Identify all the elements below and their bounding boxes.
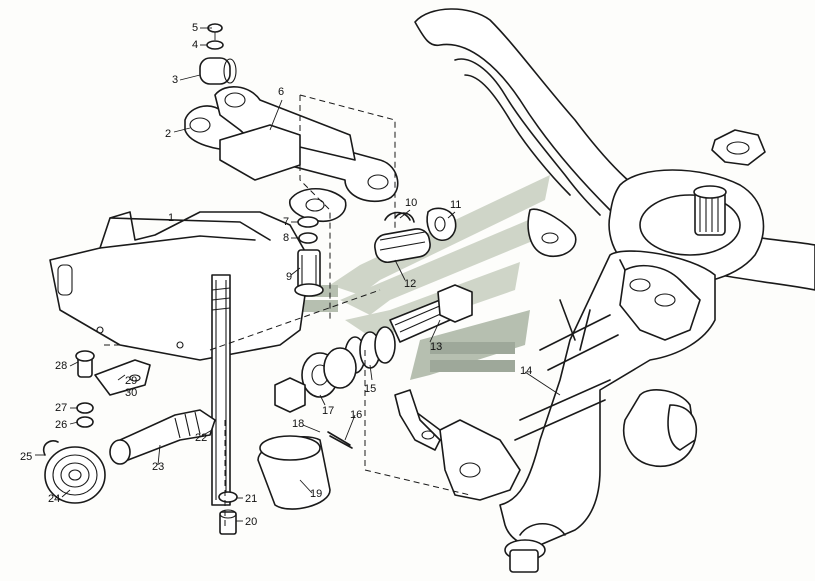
callout-12: 12 xyxy=(404,278,416,290)
lever-arms xyxy=(184,86,399,222)
callout-13: 13 xyxy=(430,341,442,353)
vertical-shaft xyxy=(211,274,231,506)
callout-8: 8 xyxy=(283,232,289,244)
cotter-pin xyxy=(327,431,353,449)
callout-23: 23 xyxy=(152,461,164,473)
left-fasteners xyxy=(75,350,95,428)
callout-22: 22 xyxy=(195,432,207,444)
callout-10: 10 xyxy=(405,197,417,209)
steering-column xyxy=(399,250,716,573)
callout-labels: 1 2 3 4 5 6 7 8 9 10 11 12 13 14 15 16 1… xyxy=(20,22,532,528)
callout-16: 16 xyxy=(350,409,362,421)
callout-11: 11 xyxy=(450,199,461,211)
bracket-plate xyxy=(49,211,311,361)
lever-fork xyxy=(394,389,441,451)
callout-28: 28 xyxy=(55,360,67,372)
callout-19: 19 xyxy=(310,488,322,500)
callout-15: 15 xyxy=(364,383,376,395)
clips-and-pin xyxy=(374,207,457,264)
callout-5: 5 xyxy=(192,22,198,34)
callout-25: 25 xyxy=(20,451,32,463)
callout-1: 1 xyxy=(168,212,174,224)
callout-17: 17 xyxy=(322,405,334,417)
small-plate xyxy=(94,359,151,396)
callout-9: 9 xyxy=(286,271,292,283)
threaded-shaft xyxy=(109,409,216,465)
callout-3: 3 xyxy=(172,74,178,86)
callout-21: 21 xyxy=(245,493,257,505)
washers-and-nut xyxy=(274,347,357,413)
callout-20: 20 xyxy=(245,516,257,528)
callout-27: 27 xyxy=(55,402,67,414)
bushing xyxy=(257,435,331,510)
callout-29: 29 xyxy=(125,375,137,387)
callout-7: 7 xyxy=(283,216,289,228)
bottom-fasteners xyxy=(218,491,238,535)
assembly-guides xyxy=(100,94,471,530)
callout-14: 14 xyxy=(520,365,532,377)
callout-24: 24 xyxy=(48,493,60,505)
leader-lines xyxy=(35,27,561,522)
center-fasteners xyxy=(294,216,324,297)
coil-spring xyxy=(42,440,106,504)
bolt xyxy=(389,284,473,343)
pin-and-washers xyxy=(199,23,237,85)
callout-2: 2 xyxy=(165,128,171,140)
steering-wheel xyxy=(414,8,815,291)
callout-26: 26 xyxy=(55,419,67,431)
callout-6: 6 xyxy=(278,86,284,98)
callout-18: 18 xyxy=(292,418,304,430)
callout-4: 4 xyxy=(192,39,198,51)
callout-30: 30 xyxy=(125,387,137,399)
